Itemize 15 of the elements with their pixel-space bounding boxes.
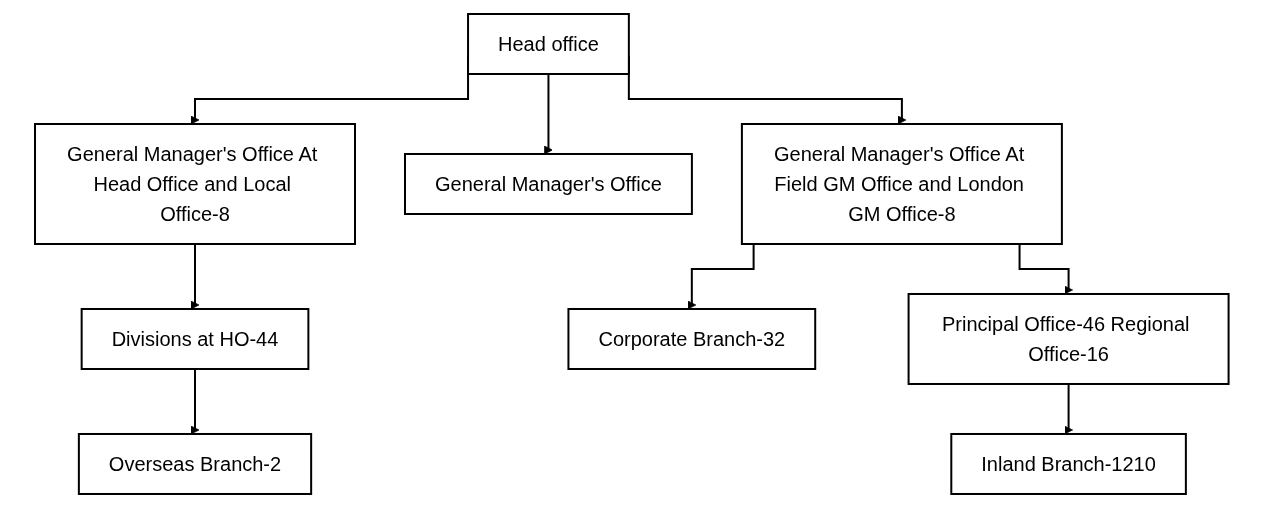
arrow: [190, 243, 200, 310]
arrow: [543, 73, 553, 155]
node-box: Head office: [466, 13, 630, 75]
arrow: [1063, 383, 1073, 435]
node-box: Overseas Branch-2: [77, 433, 312, 495]
node-box: Divisions at HO-44: [80, 308, 310, 370]
node-box: Corporate Branch-32: [567, 308, 816, 370]
node-box: Inland Branch-1210: [950, 433, 1187, 495]
arrow: [687, 243, 755, 310]
node-box: General Manager's Office At Field GM Office and London GM Office-8: [740, 123, 1063, 245]
node-box: Principal Office-46 Regional Office-16: [907, 293, 1230, 385]
node-box: General Manager's Office At Head Office and Local Office-8: [33, 123, 356, 245]
arrow: [190, 368, 200, 435]
node-box: General Manager's Office: [403, 153, 693, 215]
arrow: [1018, 243, 1073, 295]
